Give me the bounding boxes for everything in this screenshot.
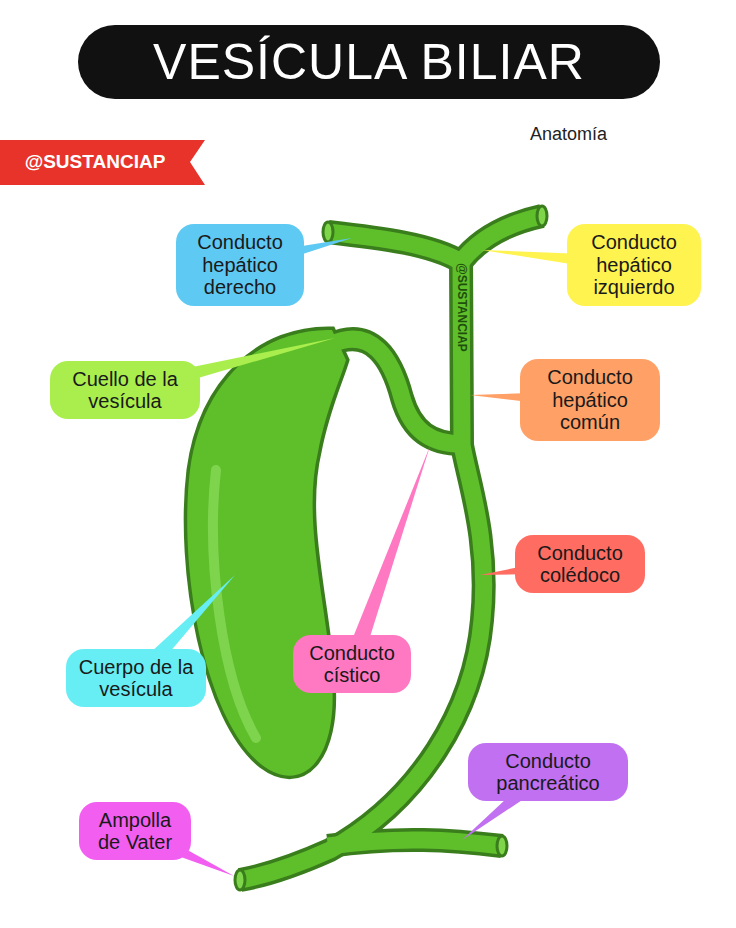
gallbladder-outline [187,330,346,776]
leader-tail [344,446,430,667]
callout-text: Conducto hepático común [529,366,651,433]
highlight [213,470,256,738]
ribbon [0,140,205,185]
ribbon-label: @SUSTANCIAP [25,151,166,173]
right-hepatic-duct [328,232,461,262]
duct-end [537,206,547,226]
title-band [78,25,660,99]
duct-end [497,836,507,856]
callout-box: Conducto cístico [293,635,411,694]
callout-box: Cuerpo de la vesícula [66,649,206,708]
duct-end [235,870,245,890]
callout-text: Cuerpo de la vesícula [75,656,197,701]
gallbladder [187,330,346,776]
callout-box: Conducto hepático derecho [176,224,304,305]
pancreatic-duct [328,840,502,846]
callout-box: Conducto hepático común [520,359,660,440]
pancreatic-duct [328,840,502,846]
callout-text: Conducto hepático derecho [185,231,295,298]
duct-end [323,222,333,242]
callout-box: Conducto pancreático [468,743,628,802]
watermark: @SUSTANCIAP [455,263,469,352]
right-hepatic-duct [328,232,461,262]
callout-text: Conducto cístico [302,642,402,687]
callout-text: Conducto pancreático [477,750,619,795]
title: VESÍCULA BILIAR [153,33,585,91]
callout-box: Cuello de la vesícula [50,361,200,420]
cystic-duct [330,339,462,444]
callout-box: Conducto hepático izquierdo [567,224,701,305]
callout-box: Ampolla de Vater [79,802,191,861]
cystic-duct [330,339,462,444]
callout-box: Conducto colédoco [515,535,645,594]
subtitle: Anatomía [530,124,607,145]
callout-text: Ampolla de Vater [88,809,182,854]
callout-text: Conducto hepático izquierdo [576,231,692,298]
callout-text: Cuello de la vesícula [59,368,191,413]
callout-text: Conducto colédoco [524,542,636,587]
